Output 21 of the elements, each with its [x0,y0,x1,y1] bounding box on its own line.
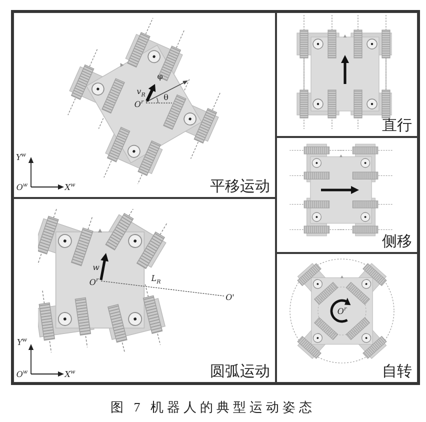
distance-label: L$_{R}$ [151,275,161,283]
point-label: O$^{w}$ [16,371,28,379]
motion-label: 自转 [382,365,412,380]
point-label: O$^{r}$ [89,279,99,287]
motion-label: 平移运动 [210,180,270,195]
motion-label: 侧移 [382,235,412,250]
figure-caption: 图 7 机器人的典型运动姿态 [110,400,316,414]
point-label: O' [226,294,234,302]
axis-label: Y$^{w}$ [16,154,26,162]
point-label: O$^{r}$ [134,101,144,109]
axis-label: Y$^{w}$ [17,339,27,347]
motion-label: 圆弧运动 [210,365,270,380]
angle-label: θ [164,94,168,102]
velocity-label: v$_{R}$ [136,88,146,96]
velocity-label: w [92,264,100,272]
angle-label: φ [157,73,163,81]
axis-label: X$^{w}$ [64,184,76,192]
motion-label: 直行 [382,119,412,134]
point-label: O$^{w}$ [16,184,28,192]
point-label: O$^{r}$ [337,308,347,316]
axis-label: X$^{w}$ [64,371,76,379]
